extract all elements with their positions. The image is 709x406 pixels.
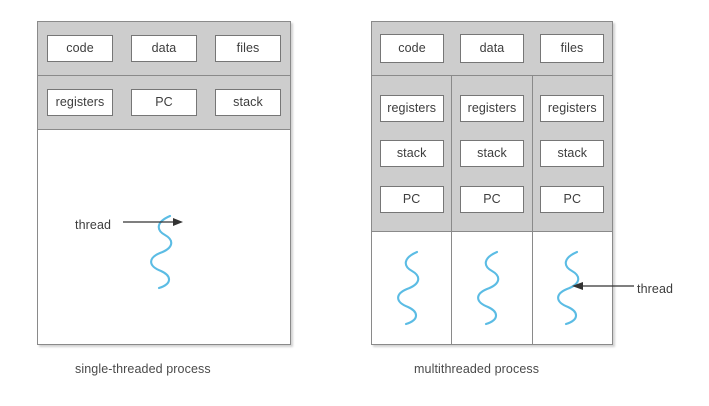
resource-cell-registers: registers <box>540 94 605 122</box>
thread-private-resources: registers stack PC <box>532 76 612 232</box>
resource-cell-registers: registers <box>379 94 444 122</box>
thread-column: registers stack PC <box>372 76 453 344</box>
resource-cell-pc: PC <box>379 185 444 213</box>
thread-pointer-arrow-right-icon <box>123 218 183 226</box>
resource-cell-pc: PC <box>540 185 605 213</box>
multithreaded-caption: multithreaded process <box>414 362 540 376</box>
thread-columns: registers stack PC registers stack PC <box>372 76 612 344</box>
resource-cell-stack: stack <box>215 89 281 116</box>
resource-cell-pc: PC <box>459 185 524 213</box>
resource-cell-files: files <box>215 35 281 62</box>
thread-private-resources: registers stack PC <box>372 76 452 232</box>
single-threaded-caption: single-threaded process <box>75 362 211 376</box>
single-threaded-process-diagram: code data files registers PC stack <box>37 21 291 345</box>
resource-cell-stack: stack <box>459 140 524 167</box>
single-thread-label: thread <box>75 218 112 232</box>
thread-column: registers stack PC <box>452 76 533 344</box>
shared-resources-band: code data files <box>372 22 612 76</box>
thread-area <box>532 232 612 344</box>
shared-resources-band: code data files <box>38 22 290 76</box>
resource-cell-stack: stack <box>540 140 605 167</box>
resource-cell-pc: PC <box>131 89 197 116</box>
private-resources-band: registers PC stack <box>38 76 290 130</box>
thread-pointer-arrow-left-icon <box>572 282 634 290</box>
resource-cell-registers: registers <box>459 94 524 122</box>
thread-area <box>38 130 290 344</box>
resource-cell-data: data <box>460 34 524 63</box>
multi-thread-label: thread <box>637 282 674 296</box>
thread-squiggle-icon <box>477 250 500 326</box>
thread-squiggle-icon <box>150 214 173 290</box>
resource-cell-code: code <box>47 35 113 62</box>
resource-cell-stack: stack <box>379 140 444 167</box>
thread-squiggle-icon <box>557 250 580 326</box>
multithreaded-process-diagram: code data files registers stack PC regis… <box>371 21 613 345</box>
thread-squiggle-icon <box>396 250 419 326</box>
thread-private-resources: registers stack PC <box>452 76 532 232</box>
resource-cell-code: code <box>380 34 444 63</box>
thread-area <box>372 232 452 344</box>
resource-cell-data: data <box>131 35 197 62</box>
thread-area <box>452 232 532 344</box>
resource-cell-registers: registers <box>47 89 113 116</box>
thread-column: registers stack PC <box>532 76 612 344</box>
resource-cell-files: files <box>540 34 604 63</box>
